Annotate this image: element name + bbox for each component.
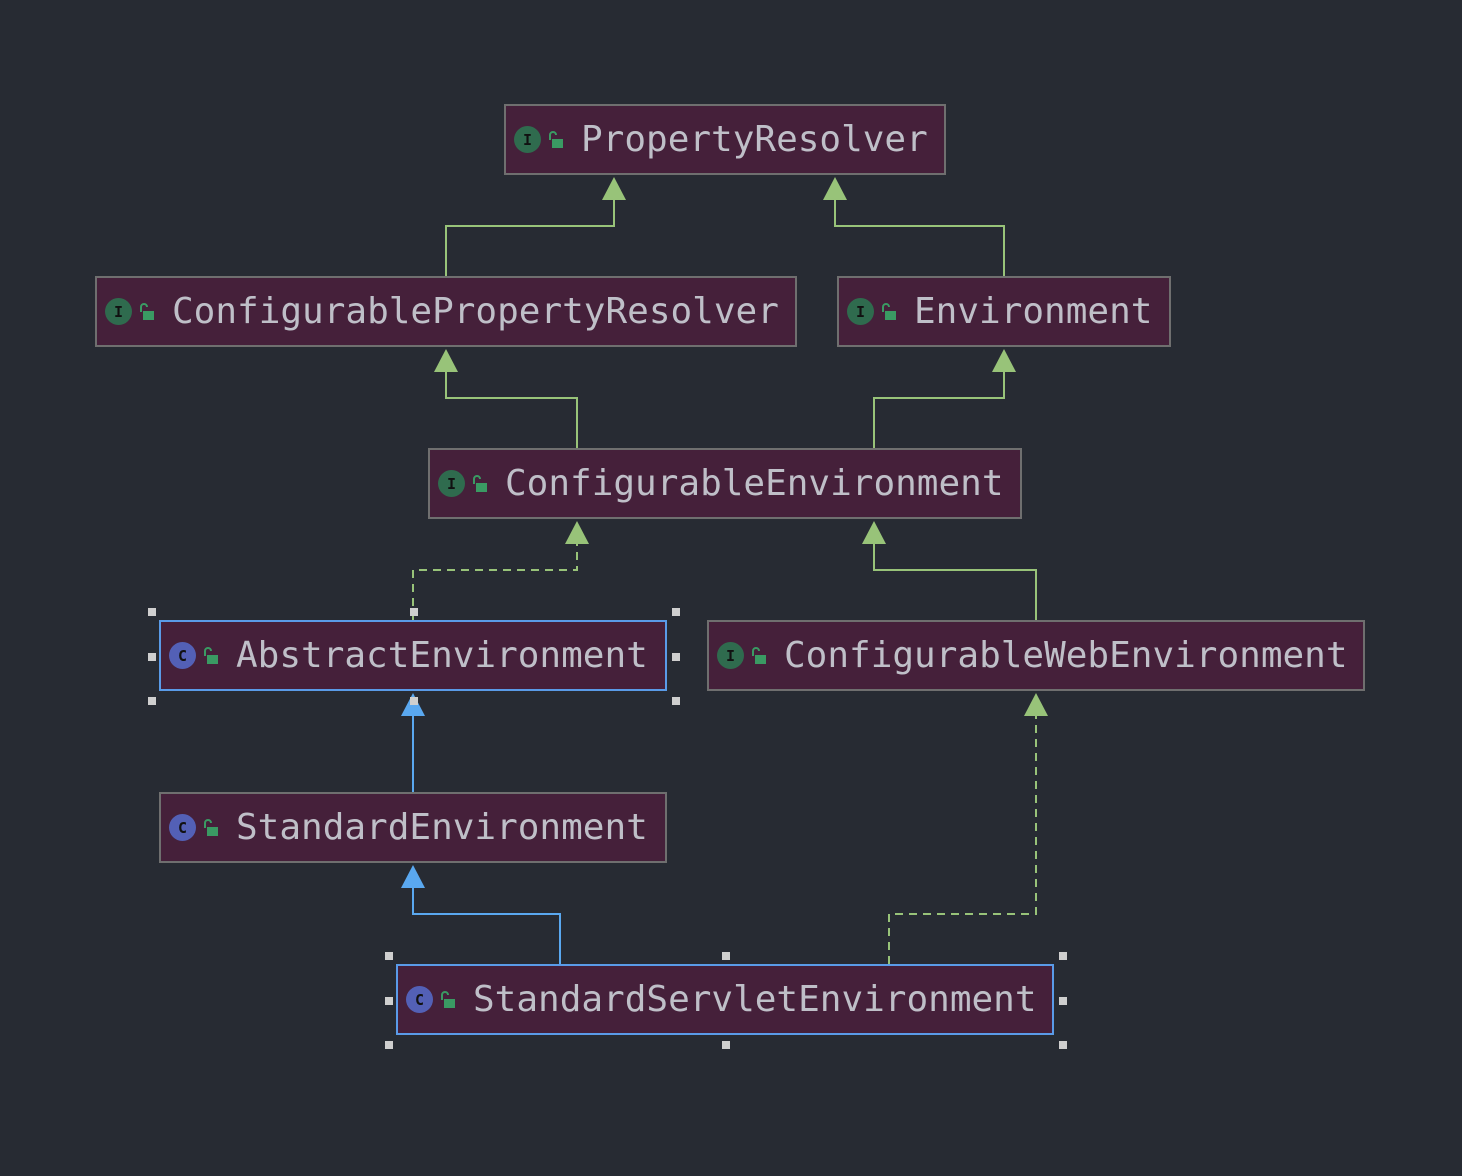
node-configurable-property-resolver[interactable]: I ConfigurablePropertyResolver	[95, 276, 797, 347]
node-label: ConfigurablePropertyResolver	[172, 291, 779, 332]
interface-icon: I	[717, 642, 744, 669]
node-label: StandardEnvironment	[236, 807, 648, 848]
arrowhead-standard-servlet-environment-to-configurable-web-environment	[1024, 693, 1048, 716]
interface-icon: I	[438, 470, 465, 497]
resize-handle[interactable]	[672, 652, 680, 661]
resize-handle[interactable]	[410, 697, 418, 705]
public-access-icon	[882, 302, 896, 320]
public-access-icon	[752, 646, 766, 664]
edge-abstract-environment-to-configurable-environment	[412, 544, 578, 620]
node-standard-environment[interactable]: C StandardEnvironment	[159, 792, 667, 863]
public-access-icon	[140, 302, 154, 320]
arrowhead-environment-to-property-resolver	[823, 177, 847, 200]
node-label: ConfigurableWebEnvironment	[784, 635, 1348, 676]
node-label: AbstractEnvironment	[236, 635, 648, 676]
resize-handle[interactable]	[148, 697, 156, 705]
class-icon: C	[169, 814, 196, 841]
arrowhead-configurable-property-resolver-to-property-resolver	[602, 177, 626, 200]
resize-handle[interactable]	[148, 608, 156, 616]
interface-icon: I	[847, 298, 874, 325]
arrowhead-configurable-environment-to-environment	[992, 349, 1016, 372]
resize-handle[interactable]	[148, 652, 156, 661]
edge-configurable-environment-to-environment	[873, 372, 1005, 448]
public-access-icon	[549, 130, 563, 148]
interface-icon: I	[105, 298, 132, 325]
resize-handle[interactable]	[722, 952, 730, 960]
edge-standard-servlet-environment-to-standard-environment	[412, 888, 561, 964]
class-icon: C	[169, 642, 196, 669]
public-access-icon	[441, 990, 455, 1008]
public-access-icon	[204, 818, 218, 836]
edge-configurable-property-resolver-to-property-resolver	[445, 200, 615, 276]
node-label: StandardServletEnvironment	[473, 979, 1037, 1020]
arrowhead-configurable-environment-to-configurable-property-resolver	[434, 349, 458, 372]
arrowhead-configurable-web-environment-to-configurable-environment	[862, 521, 886, 544]
resize-handle[interactable]	[410, 608, 418, 616]
class-icon: C	[406, 986, 433, 1013]
node-configurable-environment[interactable]: I ConfigurableEnvironment	[428, 448, 1022, 519]
resize-handle[interactable]	[672, 608, 680, 616]
node-environment[interactable]: I Environment	[837, 276, 1171, 347]
resize-handle[interactable]	[1059, 952, 1067, 960]
node-label: ConfigurableEnvironment	[505, 463, 1004, 504]
resize-handle[interactable]	[385, 1041, 393, 1049]
edge-standard-servlet-environment-to-configurable-web-environment	[888, 716, 1037, 964]
resize-handle[interactable]	[1059, 1041, 1067, 1049]
arrowhead-abstract-environment-to-configurable-environment	[565, 521, 589, 544]
node-abstract-environment[interactable]: C AbstractEnvironment	[159, 620, 667, 691]
node-configurable-web-environment[interactable]: I ConfigurableWebEnvironment	[707, 620, 1365, 691]
resize-handle[interactable]	[722, 1041, 730, 1049]
resize-handle[interactable]	[1059, 996, 1067, 1005]
public-access-icon	[204, 646, 218, 664]
node-label: Environment	[914, 291, 1153, 332]
interface-icon: I	[514, 126, 541, 153]
public-access-icon	[473, 474, 487, 492]
node-property-resolver[interactable]: I PropertyResolver	[504, 104, 946, 175]
edge-configurable-web-environment-to-configurable-environment	[873, 544, 1037, 620]
edge-configurable-environment-to-configurable-property-resolver	[445, 372, 578, 448]
node-label: PropertyResolver	[581, 119, 928, 160]
resize-handle[interactable]	[385, 996, 393, 1005]
node-standard-servlet-environment[interactable]: C StandardServletEnvironment	[396, 964, 1054, 1035]
resize-handle[interactable]	[672, 697, 680, 705]
edge-environment-to-property-resolver	[834, 200, 1005, 276]
arrowhead-standard-servlet-environment-to-standard-environment	[401, 865, 425, 888]
resize-handle[interactable]	[385, 952, 393, 960]
